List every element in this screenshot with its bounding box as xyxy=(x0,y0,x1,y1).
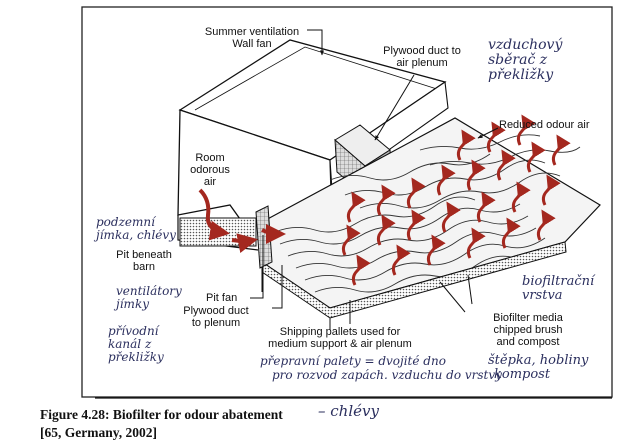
pit-airflow-arrow xyxy=(231,233,258,253)
airflow-arrow xyxy=(501,217,521,249)
airflow-arrow xyxy=(466,227,486,259)
airflow-arrows xyxy=(198,114,571,286)
airflow-arrow xyxy=(351,254,371,286)
figure-caption: Figure 4.28: Biofilter for odour abateme… xyxy=(40,407,283,422)
airflow-arrow xyxy=(511,181,531,213)
room-airflow-arrow xyxy=(198,188,230,241)
airflow-arrow xyxy=(406,209,426,241)
leader-lines xyxy=(250,29,499,324)
airflow-arrow xyxy=(346,191,366,223)
airflow-arrow xyxy=(456,129,476,161)
airflow-arrow xyxy=(466,159,486,191)
airflow-arrow xyxy=(516,114,536,146)
airflow-arrow xyxy=(441,201,461,233)
airflow-arrow xyxy=(376,214,396,246)
duct-airflow-arrow xyxy=(261,223,286,244)
airflow-arrow xyxy=(391,244,411,276)
airflow-arrow xyxy=(406,177,426,209)
airflow-arrow xyxy=(436,164,456,196)
label-reduced-odour-air: Reduced odour air xyxy=(499,119,590,131)
airflow-arrow xyxy=(486,121,506,153)
airflow-arrow xyxy=(426,234,446,266)
media-pointer xyxy=(467,274,473,305)
airflow-arrow xyxy=(551,134,571,166)
airflow-arrow xyxy=(496,149,516,181)
airflow-arrow xyxy=(541,174,561,206)
caption-handwritten-note: – chlévy xyxy=(318,402,379,420)
label-pit-fan: Pit fan xyxy=(206,292,238,304)
airflow-arrow xyxy=(526,141,546,173)
airflow-arrow xyxy=(376,184,396,216)
airflow-arrow xyxy=(341,224,361,256)
figure-frame xyxy=(81,6,613,398)
airflow-arrow xyxy=(536,209,556,241)
figure-source: [65, Germany, 2002] xyxy=(40,425,157,440)
airflow-arrow xyxy=(476,191,496,223)
